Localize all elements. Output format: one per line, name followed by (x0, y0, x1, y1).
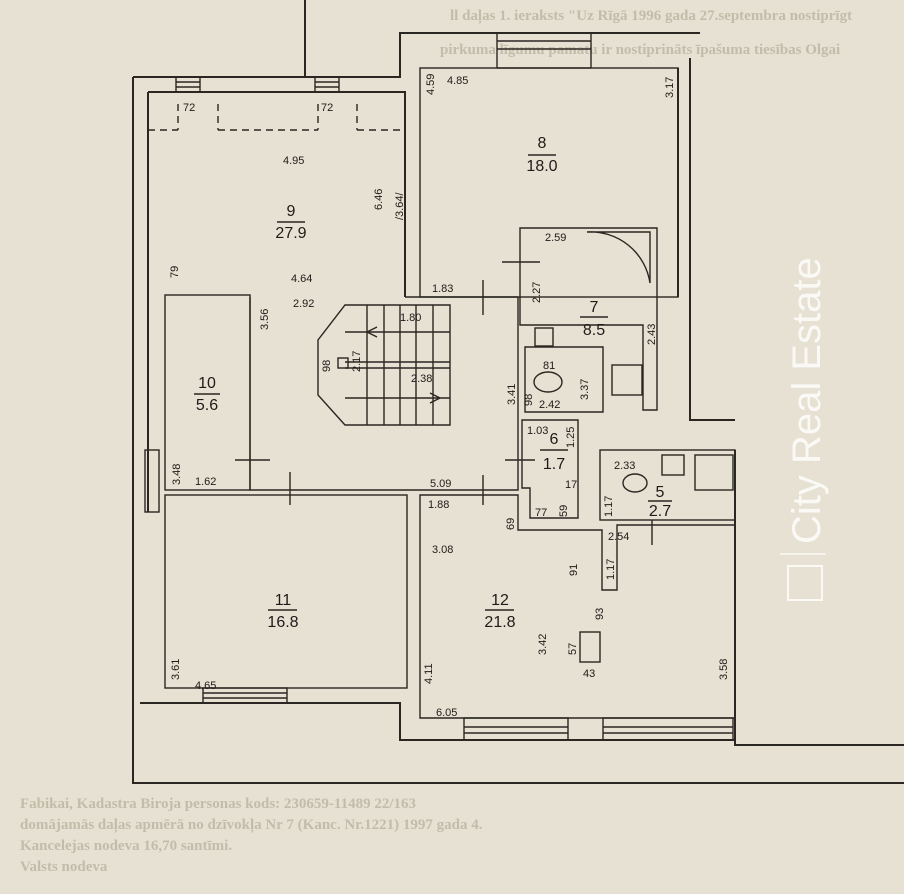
watermark-text: City Real Estate (785, 257, 829, 544)
dimension: 77 (535, 507, 547, 519)
dimension: 1.17 (605, 559, 617, 580)
dimension: 81 (543, 360, 555, 372)
dimension: 2.59 (545, 232, 566, 244)
dimension: 3.42 (537, 634, 549, 655)
room-number: 10 (198, 375, 216, 392)
background-line: pirkuma līgumu pamatu ir nostiprināts īp… (440, 42, 840, 58)
room-area: 27.9 (275, 225, 306, 242)
dimension: 72 (321, 102, 333, 114)
windows (144, 32, 734, 741)
dimension: 1.25 (565, 427, 577, 448)
room-labels: 5 2.7 6 1.7 7 8.5 8 18.0 9 27.9 10 5.6 1… (194, 135, 672, 631)
dimension: 4.95 (283, 155, 304, 167)
dimension: 2.43 (646, 324, 658, 345)
dimension: 17 (565, 479, 577, 491)
room-area: 2.7 (649, 503, 671, 520)
room-number: 8 (538, 135, 547, 152)
dimension: 2.27 (531, 282, 543, 303)
dimension: 98 (321, 360, 333, 372)
room-number: 7 (590, 299, 599, 316)
dimension: 4.64 (291, 273, 312, 285)
dimension: 3.17 (664, 77, 676, 98)
dimension: 1.62 (195, 476, 216, 488)
room-12 (419, 494, 736, 719)
dimension: 2.42 (539, 399, 560, 411)
dimension: 2.17 (351, 351, 363, 372)
dimension: 93 (594, 608, 606, 620)
room-number: 9 (287, 203, 296, 220)
watermark: City Real Estate (780, 257, 829, 601)
room-7 (519, 227, 658, 413)
dimension: 72 (183, 102, 195, 114)
room-number: 12 (491, 592, 509, 609)
dimension: 3.56 (259, 309, 271, 330)
room-8 (419, 67, 679, 298)
background-line: Kancelejas nodeva 16,70 santīmi. (20, 838, 232, 854)
staircase (317, 304, 451, 426)
dimension: 3.48 (171, 464, 183, 485)
bathtub-icon (611, 364, 643, 396)
background-line: domājamās daļas apmērā no dzīvokļa Nr 7 … (20, 817, 483, 833)
dimension-labels: 4.85 4.59 3.17 1.83 72 72 4.95 6.46 /3.6… (169, 74, 730, 719)
dimension: 91 (568, 564, 580, 576)
room-area: 18.0 (526, 158, 557, 175)
room-area: 5.6 (196, 397, 218, 414)
sink-icon (661, 454, 685, 476)
dimension: 2.33 (614, 460, 635, 472)
dimension: 2.38 (411, 373, 432, 385)
dimension: 3.58 (718, 659, 730, 680)
dimension: 1.88 (428, 499, 449, 511)
dimension: 1.17 (603, 496, 615, 517)
toilet-icon (622, 473, 648, 493)
dimension: 1.03 (527, 425, 548, 437)
background-line: ll daļas 1. ieraksts "Uz Rīgā 1996 gada … (450, 8, 852, 24)
room-number: 5 (656, 484, 665, 501)
chimney-icon (579, 631, 601, 663)
dimension: 1.80 (400, 312, 421, 324)
dimension: 59 (558, 505, 570, 517)
background-line: Fabikai, Kadastra Biroja personas kods: … (20, 796, 416, 812)
background-line: Valsts nodeva (20, 859, 108, 875)
room-outlines (148, 67, 736, 719)
dimension: 4.59 (425, 74, 437, 95)
watermark-logo-icon (787, 565, 823, 601)
dimension: 69 (505, 518, 517, 530)
room-5 (599, 449, 736, 521)
dimension: 3.61 (170, 659, 182, 680)
dimension: 2.54 (608, 531, 629, 543)
dimension: 2.92 (293, 298, 314, 310)
dimension: 6.05 (436, 707, 457, 719)
dimension: 3.41 (506, 384, 518, 405)
dimension: 98 (523, 394, 535, 406)
room-area: 21.8 (484, 614, 515, 631)
dimension: 57 (567, 643, 579, 655)
room-6 (521, 419, 579, 519)
shower-icon (586, 231, 651, 284)
dimension: 43 (583, 668, 595, 680)
dimension: 3.37 (579, 379, 591, 400)
dimension: /3.64/ (394, 192, 406, 220)
dimension: 3.08 (432, 544, 453, 556)
dimension: 4.65 (195, 680, 216, 692)
room-number: 6 (550, 431, 559, 448)
background-text: ll daļas 1. ieraksts "Uz Rīgā 1996 gada … (20, 8, 852, 875)
dimension: 6.46 (373, 189, 385, 210)
dimension: 79 (169, 266, 181, 278)
room-area: 16.8 (267, 614, 298, 631)
shower-icon (694, 454, 734, 491)
dimension: 1.83 (432, 283, 453, 295)
doors (235, 261, 653, 545)
room-area: 1.7 (543, 456, 565, 473)
dimension: 5.09 (430, 478, 451, 490)
room-10 (164, 294, 251, 491)
room-11 (164, 494, 408, 689)
room-number: 11 (275, 592, 292, 609)
sink-icon (534, 327, 554, 347)
toilet-icon (533, 371, 563, 393)
room-area: 8.5 (583, 322, 605, 339)
dimension: 4.11 (423, 663, 435, 684)
dimension: 4.85 (447, 75, 468, 87)
